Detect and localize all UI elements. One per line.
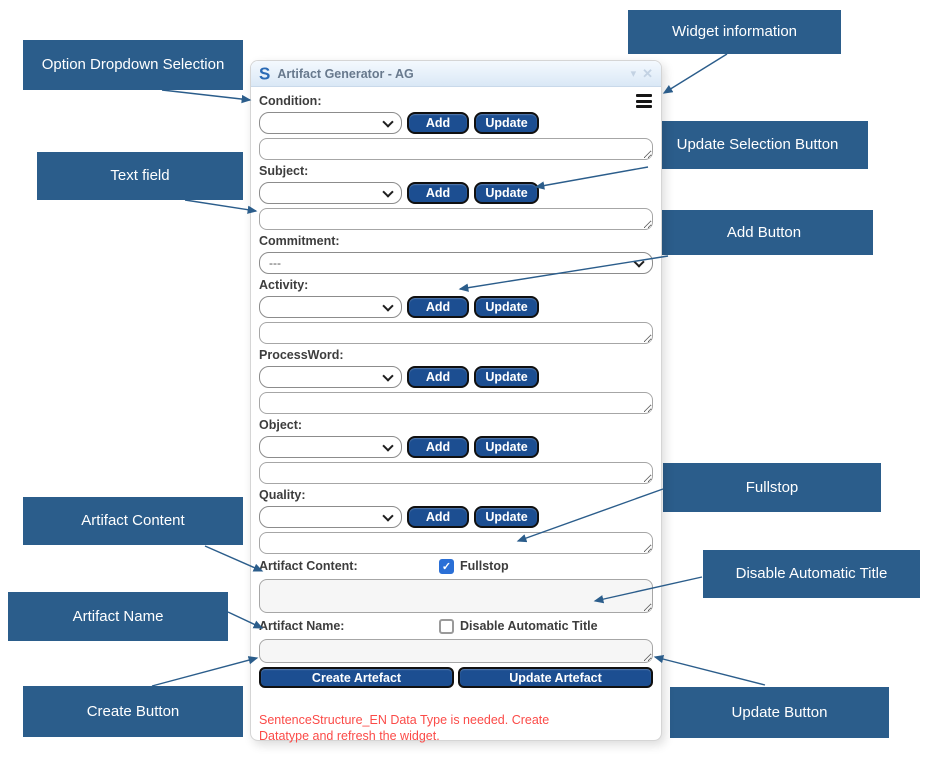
arrow-text-field xyxy=(184,199,258,214)
processword-textfield[interactable] xyxy=(259,392,653,414)
quality-textfield[interactable] xyxy=(259,532,653,554)
callout-artifact-name: Artifact Name xyxy=(8,592,228,641)
chevron-down-icon xyxy=(382,510,394,522)
callout-update-button: Update Button xyxy=(670,687,889,738)
subject-dropdown[interactable] xyxy=(259,182,402,204)
activity-textfield[interactable] xyxy=(259,322,653,344)
callout-add-button: Add Button xyxy=(655,210,873,255)
commitment-label: Commitment: xyxy=(259,234,340,248)
condition-update-button[interactable]: Update xyxy=(474,112,539,134)
arrow-option-dropdown xyxy=(161,89,252,104)
callout-update-selection-button: Update Selection Button xyxy=(647,121,868,169)
condition-add-button[interactable]: Add xyxy=(407,112,469,134)
chevron-down-icon xyxy=(382,186,394,198)
artifact-generator-widget: S Artifact Generator - AG ▾ ✕ Condition:… xyxy=(250,60,662,743)
processword-label: ProcessWord: xyxy=(259,348,344,362)
quality-label: Quality: xyxy=(259,488,306,502)
activity-add-button[interactable]: Add xyxy=(407,296,469,318)
subject-update-button[interactable]: Update xyxy=(474,182,539,204)
callout-option-dropdown-selection: Option Dropdown Selection xyxy=(23,40,243,90)
arrow-widget-information xyxy=(662,53,728,94)
condition-dropdown[interactable] xyxy=(259,112,402,134)
callout-text-field: Text field xyxy=(37,152,243,200)
condition-textfield[interactable] xyxy=(259,138,653,160)
artifact-name-label: Artifact Name: xyxy=(259,619,345,633)
fullstop-label: Fullstop xyxy=(460,559,509,573)
disable-automatic-title-checkbox[interactable] xyxy=(439,618,454,634)
subject-add-button[interactable]: Add xyxy=(407,182,469,204)
callout-widget-information: Widget information xyxy=(628,10,841,54)
create-artefact-button[interactable]: Create Artefact xyxy=(259,667,454,688)
subject-textfield[interactable] xyxy=(259,208,653,230)
quality-update-button[interactable]: Update xyxy=(474,506,539,528)
hamburger-menu-icon[interactable] xyxy=(636,94,652,111)
callout-fullstop: Fullstop xyxy=(663,463,881,512)
artifact-name-textarea[interactable] xyxy=(259,639,653,663)
commitment-dropdown[interactable]: --- xyxy=(259,252,653,274)
collapse-icon[interactable]: ▾ xyxy=(630,68,637,80)
processword-add-button[interactable]: Add xyxy=(407,366,469,388)
arrow-create-button xyxy=(151,656,259,687)
chevron-down-icon xyxy=(382,370,394,382)
callout-artifact-content: Artifact Content xyxy=(23,497,243,545)
quality-add-button[interactable]: Add xyxy=(407,506,469,528)
artifact-content-textarea[interactable] xyxy=(259,579,653,613)
chevron-down-icon xyxy=(633,256,645,268)
subject-label: Subject: xyxy=(259,164,309,178)
fullstop-checkbox[interactable]: ✓ xyxy=(439,558,454,574)
chevron-down-icon xyxy=(382,300,394,312)
processword-update-button[interactable]: Update xyxy=(474,366,539,388)
activity-dropdown[interactable] xyxy=(259,296,402,318)
widget-title: Artifact Generator - AG xyxy=(277,66,414,81)
object-textfield[interactable] xyxy=(259,462,653,484)
callout-create-button: Create Button xyxy=(23,686,243,737)
activity-label: Activity: xyxy=(259,278,309,292)
object-update-button[interactable]: Update xyxy=(474,436,539,458)
activity-update-button[interactable]: Update xyxy=(474,296,539,318)
artifact-content-label: Artifact Content: xyxy=(259,559,358,573)
quality-dropdown[interactable] xyxy=(259,506,402,528)
arrow-update-button xyxy=(653,655,766,686)
callout-disable-automatic-title: Disable Automatic Title xyxy=(703,550,920,598)
chevron-down-icon xyxy=(382,440,394,452)
object-label: Object: xyxy=(259,418,303,432)
object-dropdown[interactable] xyxy=(259,436,402,458)
update-artefact-button[interactable]: Update Artefact xyxy=(458,667,653,688)
widget-header[interactable]: S Artifact Generator - AG ▾ ✕ xyxy=(251,61,661,87)
processword-dropdown[interactable] xyxy=(259,366,402,388)
app-logo-icon: S xyxy=(259,63,271,84)
condition-label: Condition: xyxy=(259,94,322,108)
object-add-button[interactable]: Add xyxy=(407,436,469,458)
error-message: SentenceStructure_EN Data Type is needed… xyxy=(259,713,550,743)
close-icon[interactable]: ✕ xyxy=(642,65,653,81)
disable-automatic-title-label: Disable Automatic Title xyxy=(460,619,598,633)
sections-container: Condition: Add Update Subject: Add Updat… xyxy=(259,94,653,554)
chevron-down-icon xyxy=(382,116,394,128)
